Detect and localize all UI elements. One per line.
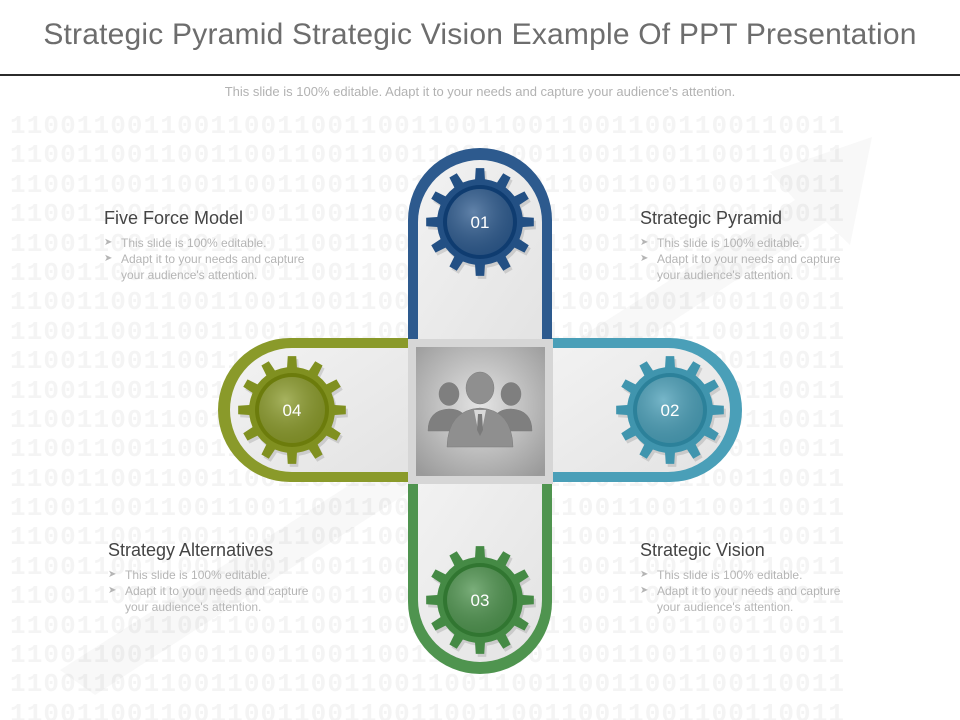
arrow-bullet-icon: ➤ xyxy=(104,253,113,264)
title-divider xyxy=(0,74,960,76)
gear-03-icon xyxy=(426,546,536,657)
gear-02-icon xyxy=(616,356,726,467)
bullet-item: ➤Adapt it to your needs and capture your… xyxy=(640,252,841,282)
gear-01-number: 01 xyxy=(471,213,490,232)
label-title: Five Force Model xyxy=(104,208,244,228)
bullet-item: ➤This slide is 100% editable. xyxy=(640,568,803,582)
arrow-bullet-icon: ➤ xyxy=(640,585,649,596)
label-five-force-model: Five Force Model ➤This slide is 100% edi… xyxy=(104,208,404,283)
bullet-item: ➤This slide is 100% editable. xyxy=(108,568,271,582)
bullet-item: ➤Adapt it to your needs and capture your… xyxy=(108,584,309,614)
label-strategy-alternatives: Strategy Alternatives ➤This slide is 100… xyxy=(108,540,408,615)
gear-04-number: 04 xyxy=(283,401,302,420)
gear-01-icon xyxy=(426,168,536,279)
bullet-item: ➤Adapt it to your needs and capture your… xyxy=(640,584,841,614)
arrow-bullet-icon: ➤ xyxy=(640,237,649,248)
label-strategic-vision: Strategic Vision ➤This slide is 100% edi… xyxy=(640,540,940,615)
arrow-bullet-icon: ➤ xyxy=(640,569,649,580)
label-title: Strategy Alternatives xyxy=(108,540,274,560)
gear-04-icon xyxy=(238,356,348,467)
arrow-bullet-icon: ➤ xyxy=(104,237,113,248)
gear-02-number: 02 xyxy=(661,401,680,420)
gear-03-number: 03 xyxy=(471,591,490,610)
arrow-bullet-icon: ➤ xyxy=(108,569,117,580)
label-title: Strategic Vision xyxy=(640,540,765,560)
arrow-bullet-icon: ➤ xyxy=(640,253,649,264)
bullet-item: ➤This slide is 100% editable. xyxy=(104,236,267,250)
slide-title: Strategic Pyramid Strategic Vision Examp… xyxy=(43,18,917,51)
bullet-item: ➤Adapt it to your needs and capture your… xyxy=(104,252,305,282)
label-strategic-pyramid: Strategic Pyramid ➤This slide is 100% ed… xyxy=(640,208,940,283)
arrow-bullet-icon: ➤ xyxy=(108,585,117,596)
slide-subtitle: This slide is 100% editable. Adapt it to… xyxy=(224,84,736,99)
label-title: Strategic Pyramid xyxy=(640,208,783,228)
bullet-item: ➤This slide is 100% editable. xyxy=(640,236,803,250)
people-group-icon xyxy=(427,371,533,448)
